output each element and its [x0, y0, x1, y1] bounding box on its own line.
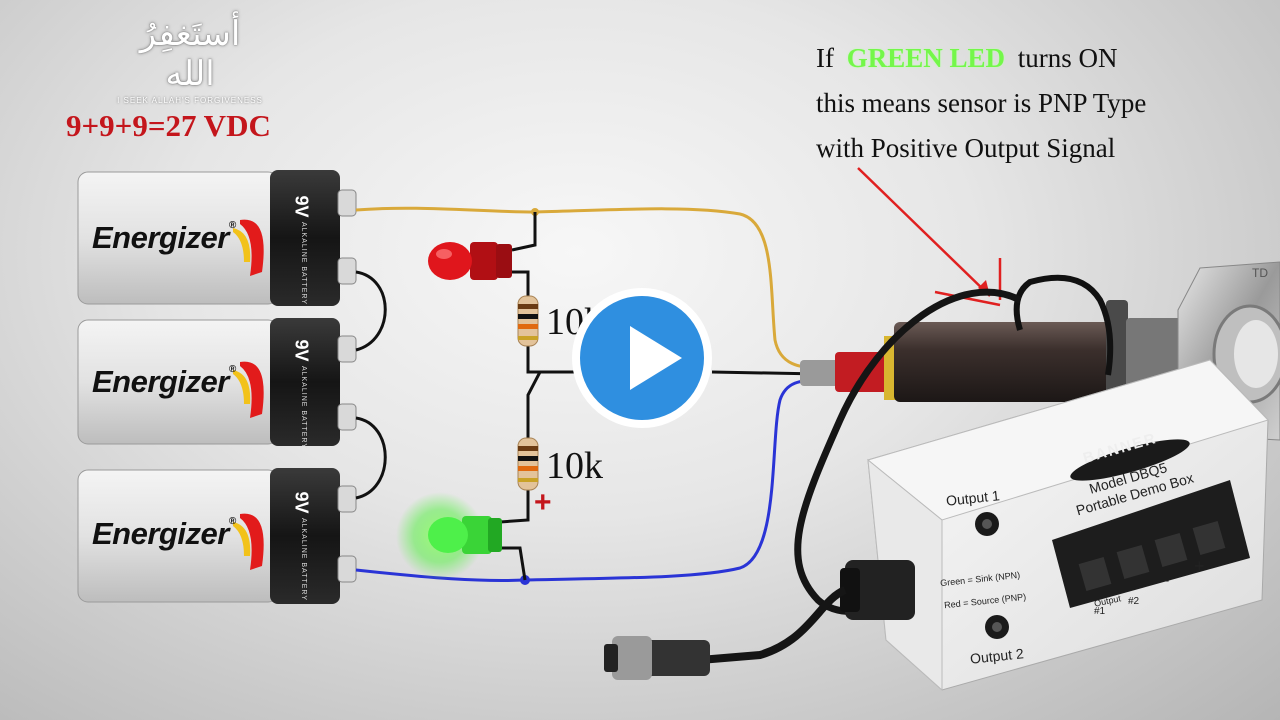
resistor-top [517, 295, 539, 347]
demo-box [866, 359, 1269, 692]
resistor-bottom [517, 437, 539, 491]
jumper-wire-1 [355, 270, 387, 352]
note-line-2: this means sensor is PNP Type [816, 88, 1147, 118]
voltage-label: 9+9+9=27 VDC [66, 108, 271, 143]
green-led [396, 492, 502, 580]
jumper-wire-2 [355, 416, 387, 500]
terminal-minus-label: - [1164, 572, 1170, 589]
arabic-calligraphy: أستَغفِرُ الله [139, 14, 241, 94]
battery-1-brand: Energizer® [92, 220, 236, 255]
green-led-highlight: GREEN LED [846, 43, 1006, 73]
nut-marking: TD [1252, 266, 1268, 280]
battery-3-voltage: 9V [291, 491, 312, 514]
battery-1 [77, 170, 357, 306]
battery-2-voltage: 9V [291, 339, 312, 362]
proximity-sensor [800, 274, 1196, 412]
terminal-1-label: #1 [1094, 606, 1106, 617]
resistor-bottom-label: 10k [546, 445, 603, 487]
battery-2 [77, 318, 357, 446]
pointer-arrow-line [857, 167, 991, 297]
terminal-2-label: #2 [1128, 596, 1140, 607]
note-line-3: with Positive Output Signal [816, 133, 1116, 163]
battery-2-brand: Energizer® [92, 364, 236, 399]
m12-connector [604, 636, 710, 680]
forgiveness-caption: I SEEK ALLAH'S FORGIVENESS [117, 96, 263, 105]
battery-3 [77, 468, 357, 604]
cable-gland [840, 560, 915, 620]
terminal-plus-label: + [1194, 556, 1205, 576]
explanation-note: If GREEN LED turns ON this means sensor … [816, 36, 1146, 171]
note-prefix: If [816, 43, 834, 73]
battery-3-brand: Energizer® [92, 516, 236, 551]
negative-wire [355, 378, 821, 582]
positive-marker: + [534, 486, 552, 519]
positive-wire [355, 206, 821, 370]
battery-1-subtitle: ALKALINE BATTERY [300, 221, 308, 306]
note-line-1: If GREEN LED turns ON [816, 36, 1146, 81]
hex-nut [1177, 261, 1280, 441]
note-line1-rest: turns ON [1017, 43, 1118, 73]
red-led [428, 242, 512, 280]
play-button[interactable] [572, 288, 712, 428]
battery-1-voltage: 9V [291, 195, 312, 218]
battery-3-subtitle: ALKALINE BATTERY [300, 517, 308, 602]
play-icon [630, 326, 682, 390]
battery-2-subtitle: ALKALINE BATTERY [300, 365, 308, 450]
